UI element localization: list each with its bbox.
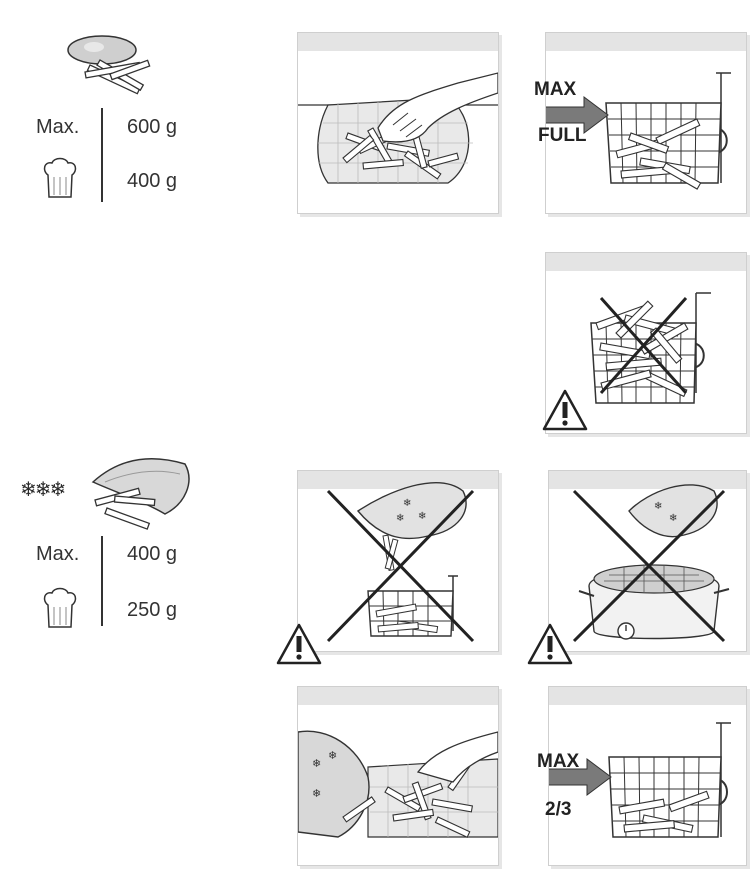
warning-icon xyxy=(527,623,573,665)
frozen-fries-bag-icon xyxy=(91,458,190,530)
panel-basket-max-full: MAX FULL xyxy=(534,32,747,214)
fresh-max-label: Max. xyxy=(36,116,80,138)
frozen-weight-hat: 250 g xyxy=(127,599,178,621)
panel-strip xyxy=(298,33,498,51)
panel-frozen-into-fryer-forbidden: ❄ ❄ xyxy=(527,470,747,665)
frozen-basket-illustration: ❄ ❄ ❄ xyxy=(326,482,475,643)
svg-text:❄: ❄ xyxy=(396,513,404,524)
chef-hat-icon xyxy=(43,157,77,198)
svg-text:❄: ❄ xyxy=(403,498,411,509)
frozen-divider xyxy=(101,536,103,626)
fresh-weight-hat: 400 g xyxy=(127,170,178,192)
panel-strip xyxy=(546,253,746,271)
svg-text:❄: ❄ xyxy=(312,787,321,800)
svg-text:❄: ❄ xyxy=(312,757,321,770)
fresh-potato-section: Max. 600 g 400 g xyxy=(0,0,250,240)
svg-text:❄: ❄ xyxy=(328,749,337,762)
panel-strip xyxy=(546,33,746,51)
panel-strip xyxy=(298,687,498,705)
warning-icon xyxy=(542,389,588,431)
potato-icon xyxy=(67,35,151,95)
warning-icon xyxy=(276,623,322,665)
svg-text:❄: ❄ xyxy=(669,513,677,524)
panel-basket-max-two-thirds: MAX 2/3 xyxy=(537,686,747,866)
basket-level-label: 2/3 xyxy=(545,799,572,820)
fresh-weight-full: 600 g xyxy=(127,116,178,138)
basket-two-thirds-illustration xyxy=(549,722,731,838)
panel-strip xyxy=(549,687,746,705)
basket-level-label: FULL xyxy=(538,125,587,146)
chef-hat-icon xyxy=(43,587,77,628)
panel-pour-frozen-fries: ❄ ❄ ❄ xyxy=(297,686,499,866)
basket-illustration xyxy=(546,72,731,190)
fresh-divider xyxy=(101,108,103,202)
basket-max-label: MAX xyxy=(537,751,580,772)
svg-text:❄: ❄ xyxy=(418,511,426,522)
freezer-stars: ❄❄❄ xyxy=(20,477,66,501)
frozen-fryer-illustration: ❄ ❄ xyxy=(572,484,730,643)
basket-max-label: MAX xyxy=(534,79,577,100)
panel-frozen-into-basket-forbidden: ❄ ❄ ❄ xyxy=(276,470,499,665)
frozen-section: ❄❄❄ Max. 400 g 250 g xyxy=(0,440,250,640)
overfilled-basket-illustration xyxy=(590,292,711,404)
towel-fries-illustration xyxy=(298,72,498,184)
svg-text:❄: ❄ xyxy=(654,501,662,512)
frozen-weight-full: 400 g xyxy=(127,543,178,565)
panel-basket-overfilled xyxy=(542,252,747,434)
frozen-towel-illustration: ❄ ❄ ❄ xyxy=(298,730,498,838)
frozen-max-label: Max. xyxy=(36,543,80,565)
panel-dry-fresh-fries xyxy=(297,32,499,214)
